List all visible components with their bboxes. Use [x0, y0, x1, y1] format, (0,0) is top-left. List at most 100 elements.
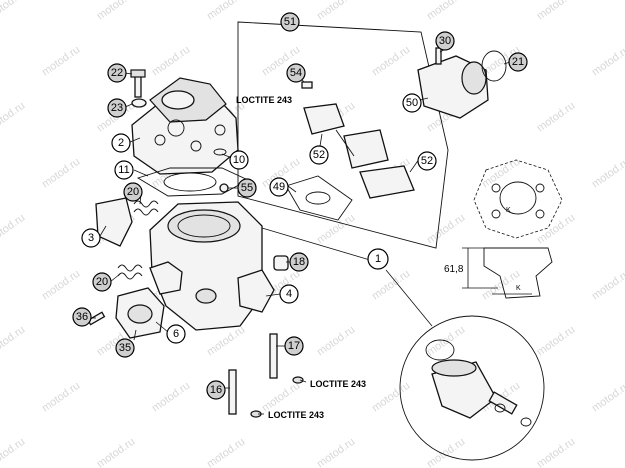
callout-label: 36 — [76, 311, 88, 323]
callout-10: 10 — [229, 150, 249, 170]
watermark-text: motod.ru — [315, 436, 357, 468]
dimension-height-label: 61,8 — [444, 264, 464, 275]
reed-valve-body — [303, 103, 415, 199]
detail-view-cylinder-top — [473, 159, 563, 239]
callout-50: 50 — [402, 93, 422, 113]
watermark-text: motod.ru — [590, 268, 625, 303]
watermark-text: motod.ru — [0, 100, 27, 135]
exhaust-socket — [95, 197, 133, 247]
watermark-text: motod.ru — [40, 380, 82, 415]
callout-label: 16 — [210, 384, 222, 396]
o-ring — [213, 148, 227, 156]
callout-label: 10 — [233, 154, 245, 166]
callout-label: 18 — [293, 256, 305, 268]
watermark-text: motod.ru — [95, 0, 137, 22]
watermark-text: motod.ru — [370, 268, 412, 303]
watermark-text: motod.ru — [590, 380, 625, 415]
dowel-pin — [219, 183, 229, 193]
callout-label: 1 — [375, 253, 381, 265]
callout-2: 2 — [111, 133, 131, 153]
loctite-note-bottom: LOCTITE 243 — [268, 410, 324, 420]
callout-21: 21 — [508, 52, 528, 72]
callout-36: 36 — [72, 307, 92, 327]
callout-30: 30 — [435, 31, 455, 51]
watermark-text: motod.ru — [0, 0, 27, 22]
watermark-text: motod.ru — [535, 0, 577, 22]
watermark-text: motod.ru — [150, 380, 192, 415]
callout-label: 21 — [512, 56, 524, 68]
callout-20-bottom: 20 — [92, 272, 112, 292]
callout-16: 16 — [206, 380, 226, 400]
callout-22: 22 — [107, 63, 127, 83]
watermark-text: motod.ru — [95, 436, 137, 468]
callout-1: 1 — [367, 248, 389, 270]
cylinder-stud-17 — [269, 333, 304, 384]
watermark-text: motod.ru — [535, 212, 577, 247]
watermark-text: motod.ru — [0, 324, 27, 359]
callout-label: 49 — [273, 181, 285, 193]
watermark-text: motod.ru — [425, 436, 467, 468]
watermark-text: motod.ru — [590, 156, 625, 191]
loctite-note-top: LOCTITE 243 — [236, 95, 292, 105]
cylinder-head — [131, 77, 239, 175]
watermark-text: motod.ru — [205, 0, 247, 22]
callout-55: 55 — [237, 178, 257, 198]
callout-label: 54 — [290, 67, 302, 79]
callout-52-right: 52 — [417, 151, 437, 171]
callout-label: 6 — [173, 328, 179, 340]
watermark-text: motod.ru — [315, 324, 357, 359]
washer — [131, 98, 147, 108]
watermark-text: motod.ru — [205, 436, 247, 468]
callout-label: 20 — [96, 276, 108, 288]
callout-label: 55 — [241, 182, 253, 194]
head-stud — [130, 69, 146, 98]
callout-49: 49 — [269, 177, 289, 197]
intake-socket — [417, 55, 489, 119]
watermark-text: motod.ru — [425, 212, 467, 247]
watermark-text: motod.ru — [315, 0, 357, 22]
callout-label: 52 — [313, 149, 325, 161]
callout-label: 22 — [111, 67, 123, 79]
watermark-text: motod.ru — [315, 212, 357, 247]
watermark-text: motod.ru — [425, 0, 467, 22]
callout-23: 23 — [107, 98, 127, 118]
reed-gasket — [285, 175, 353, 221]
callout-label: 4 — [286, 288, 292, 300]
callout-54: 54 — [286, 63, 306, 83]
callout-3: 3 — [81, 228, 101, 248]
cylinder — [149, 201, 275, 331]
loctite-note-middle: LOCTITE 243 — [310, 379, 366, 389]
watermark-text: motod.ru — [40, 44, 82, 79]
piston-detail — [399, 315, 545, 461]
watermark-text: motod.ru — [535, 324, 577, 359]
callout-label: 17 — [288, 340, 300, 352]
callout-label: 35 — [119, 342, 131, 354]
callout-label: 52 — [421, 155, 433, 167]
callout-6: 6 — [166, 324, 186, 344]
callout-51: 51 — [280, 12, 300, 32]
watermark-text: motod.ru — [0, 436, 27, 468]
callout-label: 51 — [284, 16, 296, 28]
reed-valve-group-frame — [237, 21, 449, 249]
intake-flange — [115, 287, 165, 339]
screw-54 — [301, 81, 313, 89]
callout-label: 2 — [118, 137, 124, 149]
callout-label: 30 — [439, 35, 451, 47]
watermark-text: motod.ru — [370, 44, 412, 79]
callout-label: 3 — [88, 232, 94, 244]
fitting — [273, 255, 289, 271]
callout-4: 4 — [279, 284, 299, 304]
bolt — [435, 47, 442, 65]
callout-label: 11 — [118, 164, 129, 176]
watermark-text: motod.ru — [535, 100, 577, 135]
watermark-text: motod.ru — [40, 156, 82, 191]
cylinder-stud-16 — [228, 369, 262, 418]
callout-label: 20 — [127, 186, 139, 198]
callout-label: 23 — [111, 102, 123, 114]
watermark-text: motod.ru — [370, 380, 412, 415]
callout-35: 35 — [115, 338, 135, 358]
exhaust-spring-top — [133, 200, 159, 216]
watermark-text: motod.ru — [150, 44, 192, 79]
